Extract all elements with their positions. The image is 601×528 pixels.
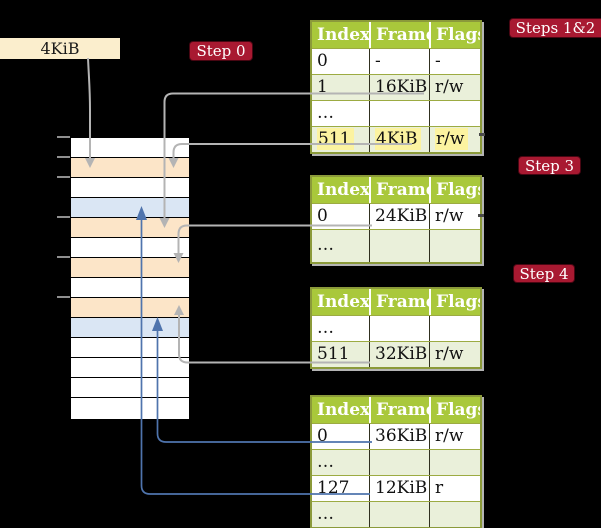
cell-index: …	[317, 318, 334, 338]
page-table-steps-1-2-header: IndexFrameFlags	[312, 22, 480, 48]
cell-frame: 12KiB	[369, 476, 429, 501]
cell-frame: 4KiB	[369, 127, 429, 152]
column-header-index: Index	[317, 25, 369, 45]
column-header-index: Index	[317, 180, 369, 200]
memory-tick-3	[57, 216, 70, 218]
memory-tick-2	[57, 176, 70, 178]
cell-index: 1	[317, 77, 328, 97]
cell-flags: r	[429, 476, 480, 501]
memory-tick-1	[57, 156, 70, 158]
cell-frame	[369, 316, 429, 341]
memory-frame-row-4	[71, 218, 189, 238]
cell-flags: r/w	[429, 424, 480, 449]
cell-index: 0	[317, 51, 328, 71]
memory-frame-row-7	[71, 278, 189, 298]
memory-frame-row-10	[71, 338, 189, 358]
column-header-frame: Frame	[369, 397, 429, 423]
memory-frame-row-11	[71, 358, 189, 378]
memory-frame-row-8	[71, 298, 189, 318]
cell-frame: -	[369, 49, 429, 74]
badge-step-3: Step 3	[519, 157, 580, 175]
cell-index: …	[317, 452, 334, 472]
memory-frame-row-0	[71, 138, 189, 158]
cell-frame	[369, 450, 429, 475]
cell-flags	[429, 230, 480, 262]
cell-frame: 16KiB	[369, 75, 429, 100]
cell-index: …	[317, 504, 334, 524]
cell-flags	[429, 450, 480, 475]
highlighted-value: 4KiB	[375, 128, 422, 150]
badge-steps-1-2: Steps 1&2	[510, 19, 601, 37]
page-table-steps-1-2-row-3: 511 4KiB r/w	[312, 126, 480, 152]
cell-flags: -	[429, 49, 480, 74]
memory-frame-row-6	[71, 258, 189, 278]
highlighted-value: 511	[317, 128, 355, 150]
memory-stack	[70, 137, 190, 420]
cell-flags	[429, 101, 480, 126]
cell-flags	[429, 316, 480, 341]
cell-index: 511	[312, 127, 369, 152]
memory-frame-row-1	[71, 158, 189, 178]
cell-frame	[369, 101, 429, 126]
cell-flags: r/w	[429, 204, 480, 229]
cell-index: …	[317, 103, 334, 123]
cell-flags: r/w	[429, 342, 480, 367]
cell-index: 0	[317, 426, 328, 446]
page-table-step-3-header: IndexFrameFlags	[312, 177, 480, 203]
page-table-step-4-row-0: …	[312, 315, 480, 341]
cell-frame: 24KiB	[369, 204, 429, 229]
memory-tick-0	[57, 136, 70, 138]
memory-tick-5	[57, 296, 70, 298]
cell-flags: r/w	[429, 75, 480, 100]
column-header-flags: Flags	[429, 289, 480, 315]
page-table-final-row-1: …	[312, 449, 480, 475]
highlighted-value: r/w	[435, 128, 469, 150]
badge-step-4: Step 4	[514, 265, 574, 283]
memory-frame-row-3	[71, 198, 189, 218]
column-header-index: Index	[317, 292, 369, 312]
page-table-step-3: IndexFrameFlags 0 24KiBr/w …	[310, 175, 482, 264]
cell-index: 127	[317, 478, 350, 498]
memory-frame-row-2	[71, 178, 189, 198]
cell-index: …	[317, 235, 334, 255]
column-header-frame: Frame	[369, 177, 429, 203]
page-table-final-header: IndexFrameFlags	[312, 397, 480, 423]
cell-index: 0	[317, 206, 328, 226]
memory-frame-row-9	[71, 318, 189, 338]
column-header-flags: Flags	[429, 177, 480, 203]
column-header-flags: Flags	[429, 397, 480, 423]
page-table-final-row-3: …	[312, 501, 480, 527]
cell-frame: 36KiB	[369, 424, 429, 449]
page-table-step-4-header: IndexFrameFlags	[312, 289, 480, 315]
frame-size-label: 4KiB	[0, 38, 120, 59]
column-header-frame: Frame	[369, 289, 429, 315]
cell-frame: 32KiB	[369, 342, 429, 367]
cell-frame	[369, 230, 429, 262]
page-table-step-3-row-1: …	[312, 229, 480, 262]
cell-flags	[429, 502, 480, 527]
column-header-flags: Flags	[429, 22, 480, 48]
memory-tick-4	[57, 256, 70, 258]
page-table-steps-1-2-row-0: 0 --	[312, 48, 480, 74]
page-table-steps-1-2-row-2: …	[312, 100, 480, 126]
memory-frame-row-5	[71, 238, 189, 258]
column-header-index: Index	[317, 400, 369, 420]
column-header-frame: Frame	[369, 22, 429, 48]
badge-step-0: Step 0	[190, 42, 252, 60]
cell-frame	[369, 502, 429, 527]
memory-frame-row-12	[71, 378, 189, 398]
cell-index: 511	[317, 344, 350, 364]
memory-frame-row-13	[71, 398, 189, 418]
cell-flags: r/w	[429, 127, 480, 152]
